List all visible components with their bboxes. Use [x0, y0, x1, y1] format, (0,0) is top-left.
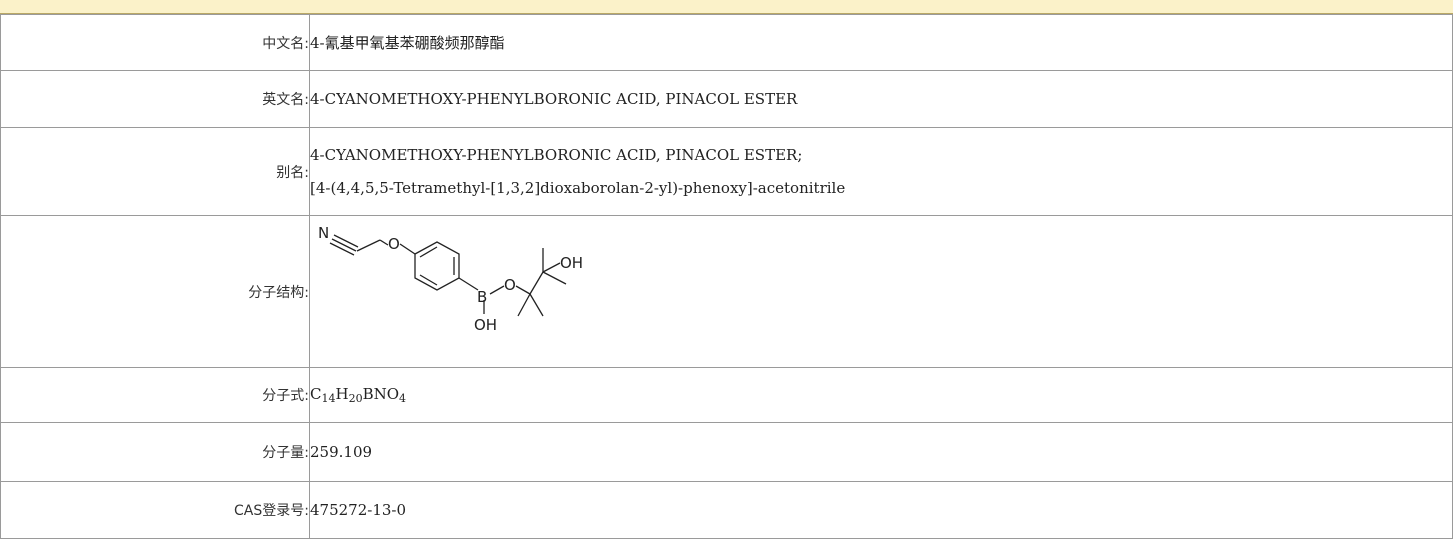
atom-o-label: O: [504, 276, 516, 294]
atom-oh-label: OH: [474, 316, 497, 334]
label-cas: CAS登录号:: [0, 481, 310, 539]
label-chinese-name: 中文名:: [0, 14, 310, 71]
label-alias: 别名:: [0, 127, 310, 216]
label-formula: 分子式:: [0, 367, 310, 423]
alias-line: [4-(4,4,5,5-Tetramethyl-[1,3,2]dioxaboro…: [310, 178, 846, 197]
formula-symbol: C: [310, 385, 322, 403]
value-alias: 4-CYANOMETHOXY-PHENYLBORONIC ACID, PINAC…: [309, 127, 1453, 216]
formula-symbol: H: [335, 385, 349, 403]
value-cas: 475272-13-0: [309, 481, 1453, 539]
formula-subscript: 14: [321, 392, 336, 405]
value-english-name: 4-CYANOMETHOXY-PHENYLBORONIC ACID, PINAC…: [309, 70, 1453, 128]
row-alias: 别名: 4-CYANOMETHOXY-PHENYLBORONIC ACID, P…: [0, 127, 1453, 216]
molecular-structure-image: N O B O OH OH: [318, 224, 583, 334]
row-formula: 分子式: C14H20BNO4: [0, 367, 1453, 423]
formula-subscript: 20: [348, 392, 363, 405]
value-weight: 259.109: [309, 422, 1453, 482]
label-english-name: 英文名:: [0, 70, 310, 128]
row-english-name: 英文名: 4-CYANOMETHOXY-PHENYLBORONIC ACID, …: [0, 70, 1453, 128]
label-structure: 分子结构:: [0, 215, 310, 368]
value-formula: C14H20BNO4: [309, 367, 1453, 423]
atom-b-label: B: [477, 288, 487, 306]
alias-line: 4-CYANOMETHOXY-PHENYLBORONIC ACID, PINAC…: [310, 145, 803, 164]
atom-o-label: O: [388, 235, 400, 253]
label-weight: 分子量:: [0, 422, 310, 482]
value-structure: N O B O OH OH: [309, 215, 1453, 368]
row-weight: 分子量: 259.109: [0, 422, 1453, 482]
row-chinese-name: 中文名: 4-氰基甲氧基苯硼酸频那醇酯: [0, 14, 1453, 71]
value-chinese-name: 4-氰基甲氧基苯硼酸频那醇酯: [309, 14, 1453, 71]
atom-oh-label: OH: [560, 254, 583, 272]
header-band: [0, 0, 1453, 14]
compound-info-table: 中文名: 4-氰基甲氧基苯硼酸频那醇酯 英文名: 4-CYANOMETHOXY-…: [0, 14, 1453, 539]
row-structure: 分子结构:: [0, 215, 1453, 368]
atom-n-label: N: [318, 224, 329, 242]
formula-subscript: 4: [399, 392, 407, 405]
row-cas: CAS登录号: 475272-13-0: [0, 481, 1453, 539]
formula-symbol: BNO: [362, 385, 400, 403]
